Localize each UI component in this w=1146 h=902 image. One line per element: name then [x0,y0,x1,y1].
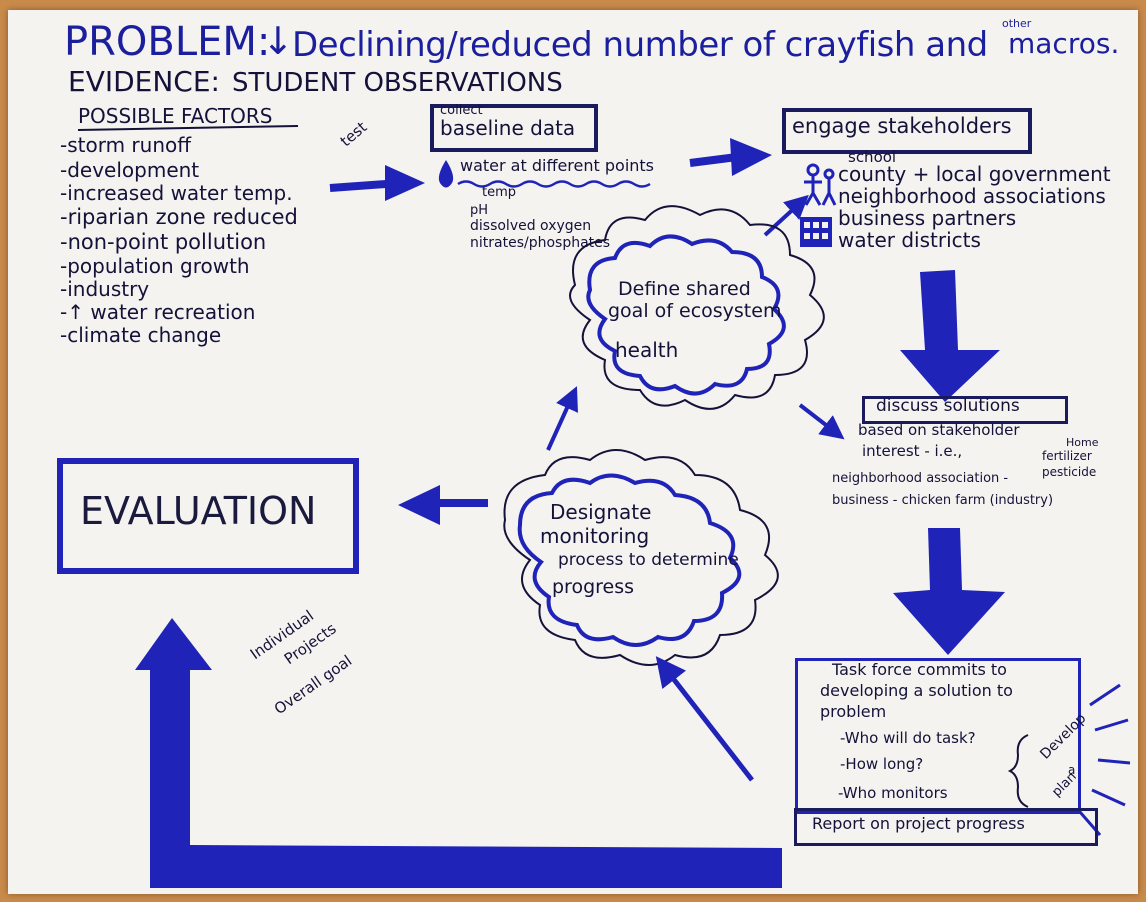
evaluation-label: EVALUATION [80,489,317,533]
factor-item: -non-point pollution [60,230,267,254]
arrow-to-evaluation-head [398,485,440,525]
monitor-cloud-inner [517,473,742,647]
discuss-note: fertilizer [1042,449,1092,463]
building-icon [800,217,832,247]
factor-item: -industry [60,277,150,301]
report-box [794,808,1098,846]
monitor-cloud-outer [503,449,779,666]
monitor-line: monitoring [540,524,650,548]
problem-text: Declining/reduced number of crayfish and [292,25,988,65]
goal-line: Define shared [618,278,751,300]
stakeholders-box [782,108,1032,154]
goal-cloud-inner [586,234,786,396]
factor-item: -increased water temp. [60,181,293,205]
taskforce-item: -Who monitors [838,784,948,802]
paper-sheet [8,10,1138,894]
stakeholder-item: neighborhood associations [838,184,1106,208]
arrow-taskforce-to-monitor [655,656,754,782]
factor-item: -riparian zone reduced [60,205,298,229]
evidence-label: EVIDENCE: [68,65,220,98]
discuss-title: discuss solutions [876,396,1020,416]
emphasis-lines [1078,683,1131,836]
arrow-cloud-to-stakeholders [763,194,809,237]
baseline-wavy-line [457,180,651,188]
factors-heading: POSSIBLE FACTORS [78,104,273,128]
goal-cloud-outer [569,205,825,410]
baseline-sub: water at different points [460,156,655,175]
goal-line: health [615,338,679,362]
monitor-line: process to determine [558,550,739,570]
discuss-line: based on stakeholder [858,421,1020,439]
arrow-bottom-to-evaluation [135,618,782,888]
discuss-line: interest - i.e., [862,442,963,460]
factor-item: -development [60,158,200,182]
stakeholder-item: school [848,148,897,166]
arrow-down-1 [900,270,1000,402]
arrow-to-stakeholders-head [730,138,772,176]
factors-underline [77,125,299,131]
stakeholder-item: county + local government [838,162,1111,186]
problem-superscript: other [1002,17,1032,30]
taskforce-line: developing a solution to [820,681,1013,700]
baseline-title-small: collect [440,103,483,118]
stakeholder-item: business partners [838,206,1017,230]
plan-line: a [1068,763,1076,777]
problem-label: PROBLEM: [64,19,271,65]
taskforce-box [795,658,1081,814]
baseline-title: baseline data [440,116,576,140]
discuss-box [862,396,1068,424]
discuss-note: Home [1066,436,1099,449]
goal-line: goal of ecosystem [608,300,782,322]
baseline-item: dissolved oxygen [470,218,592,234]
taskforce-line: Task force commits to [832,660,1007,679]
arrow-cloud-to-discuss [798,403,845,440]
arrow-monitor-to-goal [546,386,578,451]
factor-item: -climate change [60,323,222,347]
stakeholders-title: engage stakeholders [792,114,1012,138]
evidence-text: STUDENT OBSERVATIONS [232,68,563,98]
baseline-item: temp [482,185,517,200]
discuss-note: pesticide [1042,465,1097,479]
monitor-line: progress [552,576,635,598]
taskforce-item: -Who will do task? [840,729,976,747]
people-icon [804,163,837,206]
factor-item: -population growth [60,254,250,278]
arrow-to-baseline-head [385,165,425,201]
taskforce-item: -How long? [840,755,924,773]
taskforce-line: problem [820,702,887,721]
baseline-box [430,104,598,152]
monitor-line: Designate [550,500,652,524]
discuss-row: neighborhood association - [832,471,1009,486]
report-label: Report on project progress [812,814,1025,833]
stakeholder-item: water districts [838,228,981,252]
factor-item: -storm runoff [60,133,192,157]
baseline-item: nitrates/phosphates [470,235,611,251]
discuss-row: business - chicken farm (industry) [832,493,1054,508]
baseline-item: pH [470,203,489,218]
evaluation-box [57,458,359,574]
problem-text-end: macros. [1008,27,1120,60]
plan-bracket [1007,734,1029,808]
down-arrow-icon: ↓ [262,19,294,63]
arrow-down-2 [893,528,1005,655]
factor-item: -↑ water recreation [60,300,256,324]
water-drop-icon [438,160,454,188]
